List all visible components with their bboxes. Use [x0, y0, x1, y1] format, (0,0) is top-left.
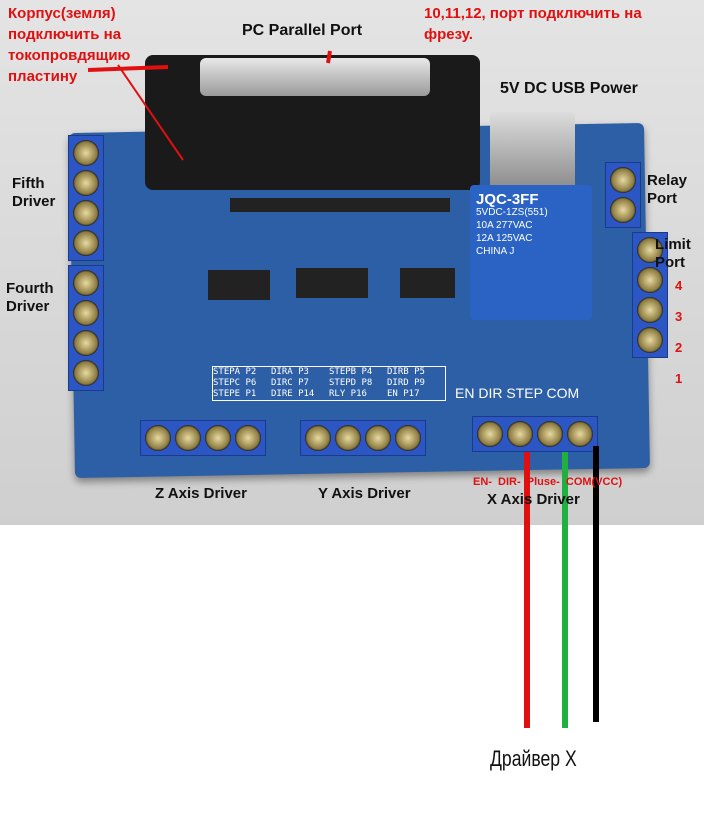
- pin-label: STEPD P8: [329, 378, 373, 388]
- pin-label: DIRC P7: [271, 378, 309, 388]
- screw: [305, 425, 331, 451]
- limit-numbers: 4 3 2 1: [675, 275, 682, 389]
- screw: [73, 300, 99, 326]
- screw: [73, 200, 99, 226]
- x-header-silk: EN DIR STEP COM: [455, 385, 580, 401]
- limit-number: 4: [675, 278, 683, 293]
- annotation-line: Корпус(земля): [8, 5, 116, 22]
- y-axis-terminal: [300, 420, 426, 456]
- relay-port-terminal: [605, 162, 641, 228]
- pin-label: DIRE P14: [271, 389, 315, 399]
- chip: [208, 270, 270, 300]
- usb-connector: [490, 112, 575, 192]
- fifth-driver-terminal: [68, 135, 104, 261]
- annotation-line: подключить на: [8, 26, 122, 43]
- usb-power-label: 5V DC USB Power: [500, 80, 638, 97]
- chip: [230, 198, 450, 212]
- y-axis-label: Y Axis Driver: [318, 485, 411, 502]
- pointer-mark: [326, 50, 332, 64]
- x-axis-label: X Axis Driver: [487, 491, 580, 508]
- x-pin-annotation: EN- DIR- Pluse- COM(VCC): [473, 476, 623, 488]
- screw: [637, 237, 663, 263]
- fourth-driver-terminal: [68, 265, 104, 391]
- label-line: Fourth: [6, 280, 54, 297]
- screw: [507, 421, 533, 447]
- relay-model: JQC-3FF: [476, 191, 539, 208]
- port-annotation: 10,11,12, порт подключить на фрезу.: [424, 3, 642, 45]
- z-axis-label: Z Axis Driver: [155, 485, 247, 502]
- screw: [73, 360, 99, 386]
- chip: [400, 268, 455, 298]
- annotation-lines: [87, 50, 332, 161]
- screw: [73, 330, 99, 356]
- pin-label: EN P17: [387, 389, 420, 399]
- pin-label: DIRD P9: [387, 378, 425, 388]
- screw: [73, 140, 99, 166]
- parallel-port-shell: [200, 58, 430, 96]
- pin-label: STEPA P2: [213, 367, 257, 377]
- relay-text: 10A 277VAC: [476, 220, 533, 231]
- pin-label: DIRA P3: [271, 367, 309, 377]
- x-axis-terminal: [472, 416, 598, 452]
- limit-number: 3: [675, 309, 683, 324]
- screw: [73, 230, 99, 256]
- screw: [537, 421, 563, 447]
- label-line: Relay: [647, 172, 688, 189]
- pointer-line: [117, 64, 184, 161]
- pin-table: STEPA P2 DIRA P3 STEPB P4 DIRB P5 STEPC P6 D…: [212, 366, 446, 401]
- relay: JQC-3FF 5VDC-1ZS(551) 10A 277VAC 12A 125…: [470, 185, 592, 320]
- pointer-line: [87, 65, 169, 72]
- pin-label: DIRB P5: [387, 367, 425, 377]
- pin-label: RLY P16: [329, 389, 367, 399]
- z-axis-terminal: [140, 420, 266, 456]
- screw: [395, 425, 421, 451]
- annotation-line: фрезу.: [424, 26, 473, 43]
- ground-annotation: Корпус(земля) подключить на токопровдящи…: [8, 3, 130, 87]
- label-line: Port: [655, 254, 685, 271]
- screw: [637, 297, 663, 323]
- parallel-port-label: PC Parallel Port: [242, 22, 363, 39]
- limit-port-terminal: [632, 232, 668, 358]
- screw: [205, 425, 231, 451]
- screw: [610, 197, 636, 223]
- wire-com-black: [593, 446, 599, 722]
- label-line: Fifth: [12, 175, 45, 192]
- screw: [365, 425, 391, 451]
- screw: [610, 167, 636, 193]
- label-line: Driver: [6, 298, 50, 315]
- label-line: Driver: [12, 193, 56, 210]
- screw: [145, 425, 171, 451]
- annotation-line: пластину: [8, 68, 78, 85]
- screw: [637, 267, 663, 293]
- relay-text: CHINA J: [476, 246, 515, 257]
- pin-label: STEPE P1: [213, 389, 257, 399]
- wire-en-red: [524, 452, 530, 728]
- screw: [567, 421, 593, 447]
- limit-number: 2: [675, 340, 683, 355]
- label-line: Port: [647, 190, 677, 207]
- screw: [477, 421, 503, 447]
- chip: [296, 268, 368, 298]
- driver-x-label: Драйвер X: [490, 746, 577, 771]
- relay-text: 12A 125VAC: [476, 233, 533, 244]
- screw: [73, 270, 99, 296]
- screw: [73, 170, 99, 196]
- pin-label: STEPC P6: [213, 378, 257, 388]
- label-line: Limit: [655, 236, 691, 253]
- wire-pulse-green: [562, 452, 568, 728]
- pin-label: STEPB P4: [329, 367, 373, 377]
- screw: [637, 327, 663, 353]
- annotation-line: токопровдящию: [8, 47, 131, 64]
- relay-text: 5VDC-1ZS(551): [476, 207, 548, 218]
- limit-number: 1: [675, 371, 683, 386]
- screw: [335, 425, 361, 451]
- screw: [175, 425, 201, 451]
- screw: [235, 425, 261, 451]
- annotation-line: 10,11,12, порт подключить на: [424, 5, 642, 22]
